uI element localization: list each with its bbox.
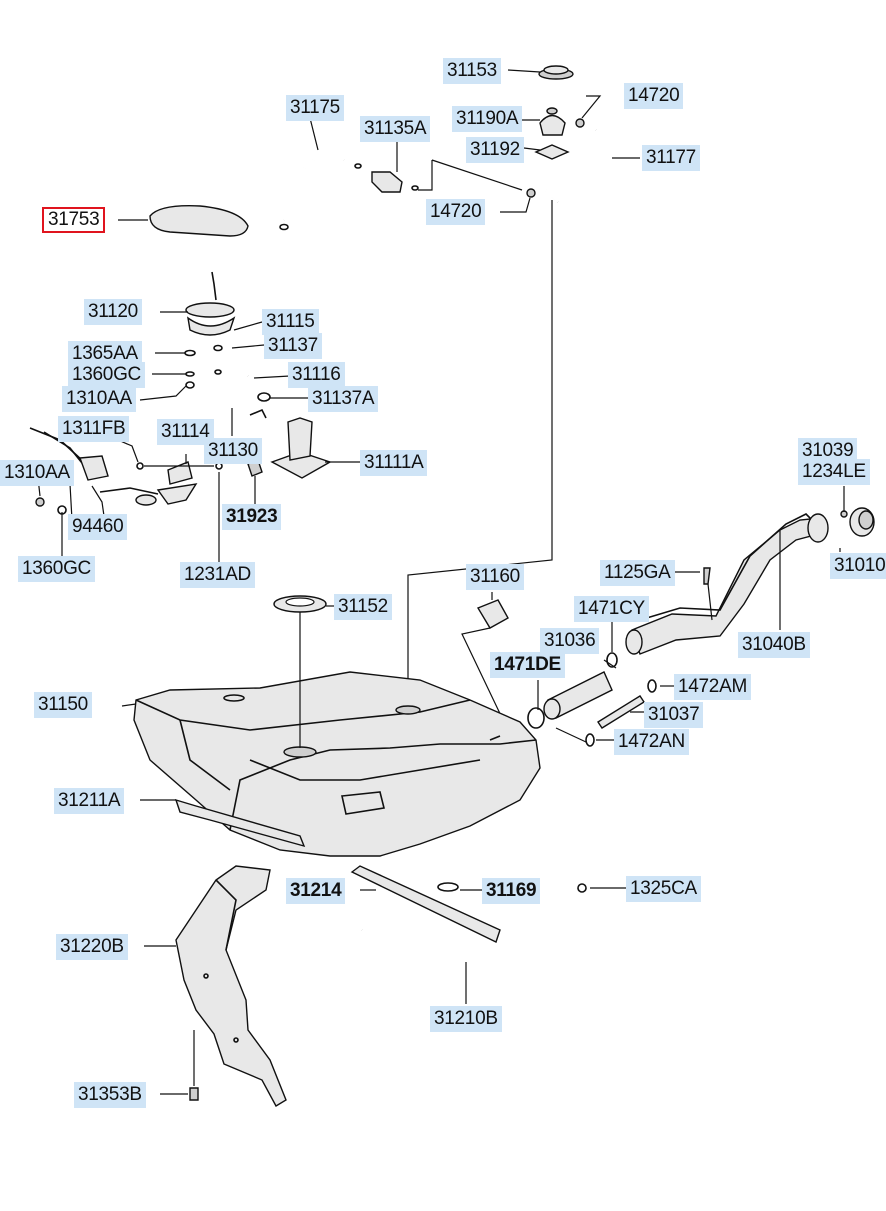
label-31137A: 31137A: [308, 386, 379, 412]
part-31210B: [361, 858, 600, 964]
label-31153: 31153: [443, 58, 501, 84]
label-31010: 31010: [830, 553, 886, 579]
label-1360GC-top: 1360GC: [68, 362, 145, 388]
label-31190A: 31190A: [452, 106, 523, 132]
part-31152: [273, 595, 327, 613]
label-31214: 31214: [286, 878, 346, 904]
label-14720-top: 14720: [624, 83, 684, 109]
label-14720-mid: 14720: [426, 199, 486, 225]
label-31036: 31036: [540, 628, 600, 654]
label-31169: 31169: [482, 878, 541, 904]
part-31010: [849, 507, 875, 537]
label-1310AA-top: 1310AA: [62, 386, 136, 412]
part-31111A: [249, 408, 332, 479]
label-31040B: 31040B: [738, 632, 810, 658]
label-1125GA: 1125GA: [600, 560, 675, 586]
part-31150: [133, 671, 541, 857]
part-31220B: [175, 865, 287, 1107]
label-31210B: 31210B: [430, 1006, 502, 1032]
label-31177: 31177: [642, 145, 700, 171]
part-31190A: [539, 107, 566, 136]
label-31923: 31923: [222, 504, 282, 530]
part-31153: [538, 65, 574, 80]
label-1231AD: 1231AD: [180, 562, 255, 588]
label-1471DE: 1471DE: [490, 652, 565, 678]
label-1310AA-left: 1310AA: [0, 460, 74, 486]
part-31160: [476, 599, 509, 629]
label-1472AN: 1472AN: [614, 729, 689, 755]
label-1471CY: 1471CY: [574, 596, 649, 622]
label-31211A: 31211A: [54, 788, 125, 814]
part-31753: [149, 205, 249, 237]
part-14720-clip: [575, 118, 585, 128]
label-31160: 31160: [466, 564, 524, 590]
label-31114: 31114: [157, 419, 214, 445]
part-31040B: [625, 513, 829, 655]
part-94460: [29, 427, 159, 506]
label-31192: 31192: [466, 137, 524, 163]
part-31192: [534, 144, 570, 160]
label-31111A: 31111A: [360, 450, 428, 476]
label-94460: 94460: [68, 514, 128, 540]
label-1234LE: 1234LE: [798, 459, 870, 485]
label-31135A: 31135A: [360, 116, 431, 142]
label-31150: 31150: [34, 692, 92, 718]
label-31220B: 31220B: [56, 934, 128, 960]
label-31353B: 31353B: [74, 1082, 146, 1108]
part-31135A: [354, 163, 419, 193]
label-1360GC-bottom: 1360GC: [18, 556, 95, 582]
label-1311FB: 1311FB: [58, 416, 130, 442]
label-31130: 31130: [204, 438, 262, 464]
part-31120: [185, 271, 236, 336]
label-31175: 31175: [286, 95, 344, 121]
label-31116: 31116: [288, 362, 345, 388]
label-31115: 31115: [262, 309, 319, 335]
part-31211A: [174, 798, 306, 848]
label-31137: 31137: [264, 333, 322, 359]
label-31753-selected[interactable]: 31753: [42, 207, 106, 233]
part-31214: [350, 865, 501, 943]
label-31120: 31120: [84, 299, 142, 325]
label-1325CA: 1325CA: [626, 876, 701, 902]
label-31037: 31037: [644, 702, 704, 728]
label-31152: 31152: [334, 594, 392, 620]
label-1472AM: 1472AM: [674, 674, 751, 700]
